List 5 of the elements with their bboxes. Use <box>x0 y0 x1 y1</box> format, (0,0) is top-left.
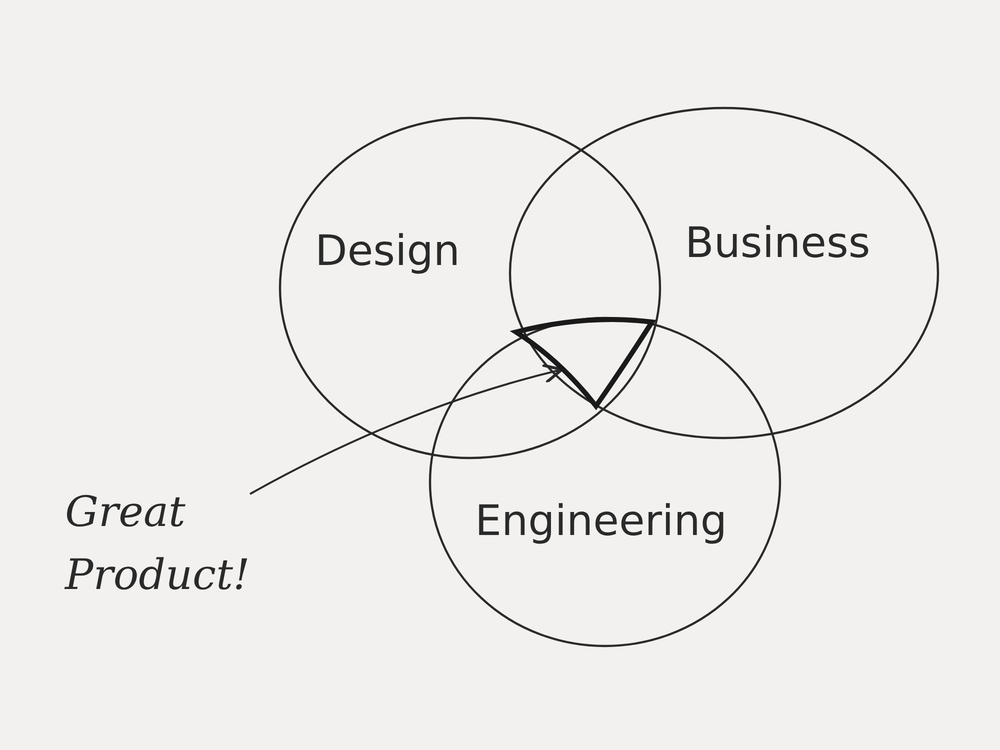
leader-arrow <box>250 364 564 495</box>
callout-text: Great Product! <box>65 480 335 606</box>
circle-label: Design <box>315 228 460 274</box>
circle-label: Engineering <box>475 498 727 544</box>
circle-label: Business <box>685 220 870 266</box>
